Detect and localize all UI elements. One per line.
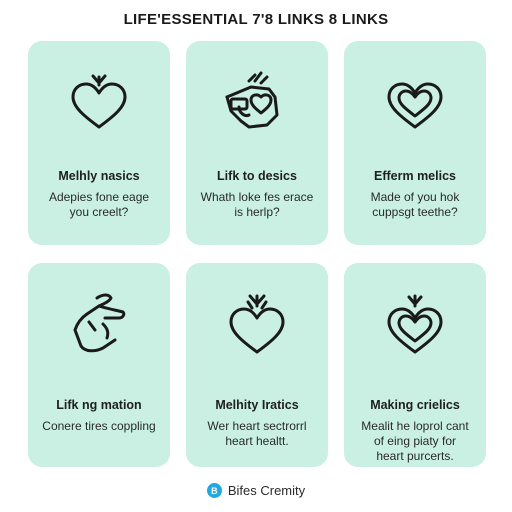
double-heart-sprout-icon xyxy=(344,285,486,363)
card-body-line: Mealit he loprol cant xyxy=(361,419,469,433)
card-body-line: Made of you hok xyxy=(370,190,460,204)
card-body-line: you creelt? xyxy=(69,205,129,219)
card-heading: Melhly nasics xyxy=(58,169,140,183)
double-heart-icon xyxy=(344,63,486,141)
heart-sprout-icon xyxy=(186,285,328,363)
card-lifk-to-desics[interactable]: Lifk to desics Whath loke fes erace is h… xyxy=(186,41,328,245)
card-body: Wer heart sectrorrl heart healtt. xyxy=(196,419,318,449)
card-body-line: Whath loke fes erace xyxy=(200,190,314,204)
heart-sprout-icon xyxy=(28,63,170,141)
card-heading: Efferm melics xyxy=(374,169,456,183)
card-body-line: heart healtt. xyxy=(225,434,289,448)
card-efferm-melics[interactable]: Efferm melics Made of you hok cuppsgt te… xyxy=(344,41,486,245)
card-body-line: Wer heart sectrorrl xyxy=(207,419,307,433)
card-heading: Lifk ng mation xyxy=(56,398,142,412)
card-making-crielics[interactable]: Making crielics Mealit he loprol cant of… xyxy=(344,263,486,467)
card-body: Whath loke fes erace is herlp? xyxy=(196,190,318,220)
card-body-line: is herlp? xyxy=(234,205,280,219)
card-body: Made of you hok cuppsgt teethe? xyxy=(354,190,476,220)
brand-name: Bifes Cremity xyxy=(227,483,306,498)
page-title: LIFE'ESSENTIAL 7'8 LINKS 8 LINKS xyxy=(123,11,389,28)
card-body-line: cuppsgt teethe? xyxy=(372,205,458,219)
card-body: Mealit he loprol cant of eing piaty for … xyxy=(354,419,476,464)
card-body-line: of eing piaty for xyxy=(373,434,457,448)
card-body-line: heart purcerts. xyxy=(376,449,454,463)
card-melhly-nasics[interactable]: Melhly nasics Adepies fone eage you cree… xyxy=(28,41,170,245)
card-heading: Lifk to desics xyxy=(217,169,297,183)
card-melhity-iratics[interactable]: Melhity Iratics Wer heart sectrorrl hear… xyxy=(186,263,328,467)
card-heading: Melhity Iratics xyxy=(215,398,299,412)
card-body-line: Conere tires coppling xyxy=(42,419,156,433)
hands-heart-icon xyxy=(186,63,328,141)
card-lifk-ng-mation[interactable]: Lifk ng mation Conere tires coppling xyxy=(28,263,170,467)
footer-brand[interactable]: B Bifes Cremity xyxy=(0,483,512,498)
brand-logo-icon: B xyxy=(206,483,222,498)
card-body: Adepies fone eage you creelt? xyxy=(38,190,160,220)
card-body-line: Adepies fone eage xyxy=(48,190,150,204)
card-heading: Making crielics xyxy=(370,398,460,412)
card-body: Conere tires coppling xyxy=(38,419,160,434)
hand-gesture-icon xyxy=(28,285,170,363)
cards-grid: Melhly nasics Adepies fone eage you cree… xyxy=(28,41,486,469)
